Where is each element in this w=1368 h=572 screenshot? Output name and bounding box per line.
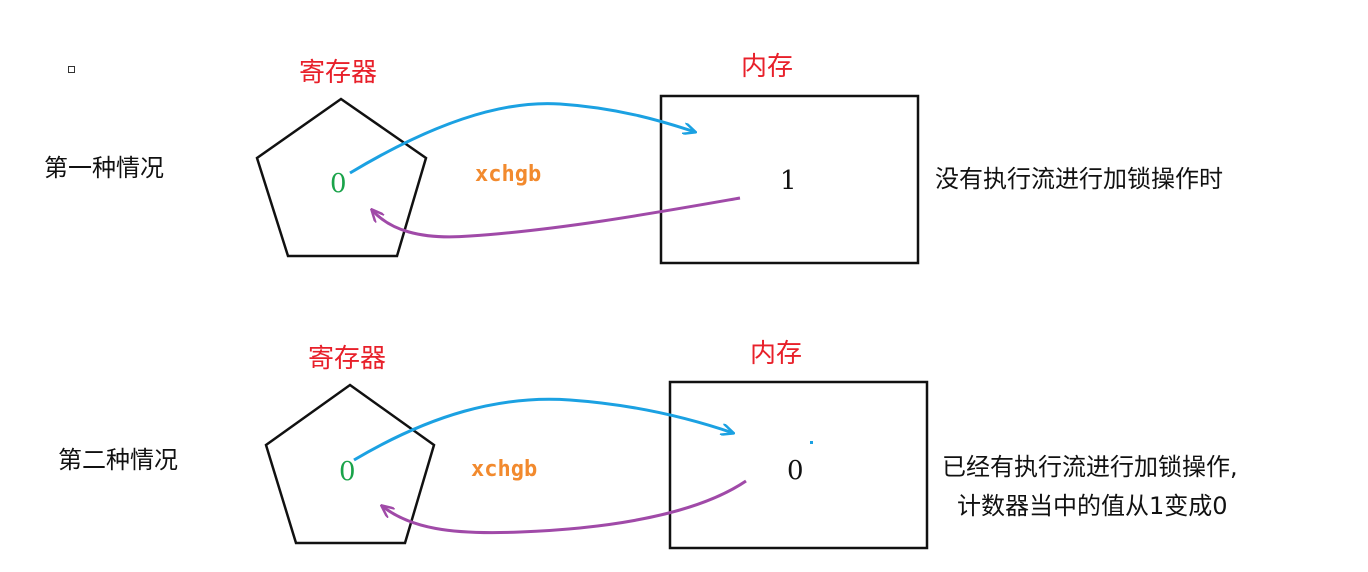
scenario2-description-line2: 计数器当中的值从1变成0 [957,492,1228,520]
scenario1-register-value: 0 [330,169,347,199]
purple-arrow-2 [382,479,747,535]
register-pentagon-1 [255,97,428,258]
scenario2-register-label: 寄存器 [308,344,387,374]
scenario2-memory-label: 内存 [750,339,803,369]
scenario2-instruction: xchgb [471,457,538,482]
scenario1-title: 第一种情况 [44,154,164,182]
tiny-square-marker [68,66,75,73]
register-pentagon-2 [264,383,436,545]
scenario1-memory-value: 1 [780,166,797,196]
scenario1-memory-label: 内存 [741,52,794,82]
scenario2-title: 第二种情况 [58,446,178,474]
blue-arrow-1 [349,102,695,175]
purple-arrow-1 [372,196,741,239]
scenario2-description-line1: 已经有执行流进行加锁操作, [942,453,1238,481]
scenario1-description: 没有执行流进行加锁操作时 [935,165,1223,193]
memory-box-1 [659,94,920,265]
scenario2-register-value: 0 [339,457,356,487]
scenario2-memory-value: 0 [787,456,804,486]
scenario1-register-label: 寄存器 [299,58,378,88]
stray-dot [810,441,813,444]
blue-arrow-2 [353,397,733,462]
memory-box-2 [668,380,929,550]
scenario1-instruction: xchgb [475,162,542,187]
